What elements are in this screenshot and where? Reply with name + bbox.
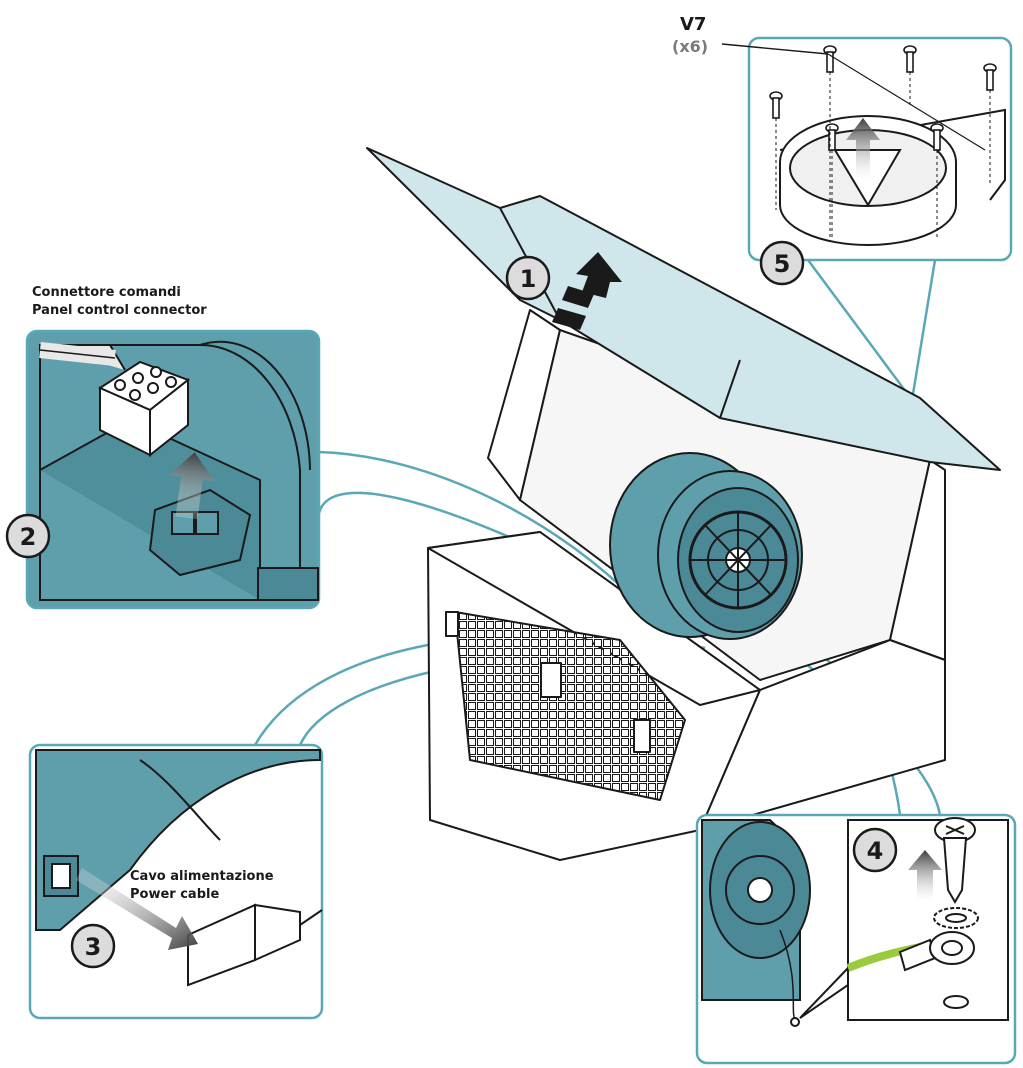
hood-box-side xyxy=(699,639,946,831)
power-plug xyxy=(187,903,323,987)
ring-terminal-icon xyxy=(898,931,975,972)
front-clip-left xyxy=(445,611,459,637)
screw-qty: (x6) xyxy=(672,37,708,56)
step-badge-4: 4 xyxy=(852,827,898,873)
screw-code: V7 xyxy=(680,14,706,35)
power-cable-label-it: Cavo alimentazione xyxy=(130,869,274,884)
screw-set xyxy=(769,45,997,151)
arrow-up-icon xyxy=(908,850,942,902)
arrow-up-icon xyxy=(552,252,622,330)
status-light xyxy=(540,662,562,698)
arrow-up-icon xyxy=(169,452,215,520)
blower-motor xyxy=(609,452,803,640)
svg-text:5: 5 xyxy=(774,250,791,278)
glass-panel xyxy=(366,147,1001,471)
plug xyxy=(97,360,191,458)
filter-grille xyxy=(454,611,686,801)
control-connector-label-it: Connettore comandi xyxy=(32,285,181,300)
front-clip-right xyxy=(633,719,651,753)
step-badge-3: 3 xyxy=(70,923,116,969)
svg-text:3: 3 xyxy=(85,933,102,961)
power-cable-label-en: Power cable xyxy=(130,887,219,902)
screw-icon xyxy=(934,817,976,904)
arrow-diagonal-icon xyxy=(76,868,198,950)
hood-assembly xyxy=(366,147,1001,861)
svg-text:1: 1 xyxy=(520,265,537,293)
step-badge-2: 2 xyxy=(5,513,51,559)
step-badge-1: 1 xyxy=(505,255,551,301)
control-connector-label-en: Panel control connector xyxy=(32,303,207,318)
toothed-washer-icon xyxy=(933,907,979,929)
screw-icon xyxy=(825,123,839,151)
arrow-up-icon xyxy=(846,118,880,180)
step-badge-5: 5 xyxy=(759,240,805,286)
svg-text:4: 4 xyxy=(867,837,884,865)
svg-text:2: 2 xyxy=(20,523,37,551)
